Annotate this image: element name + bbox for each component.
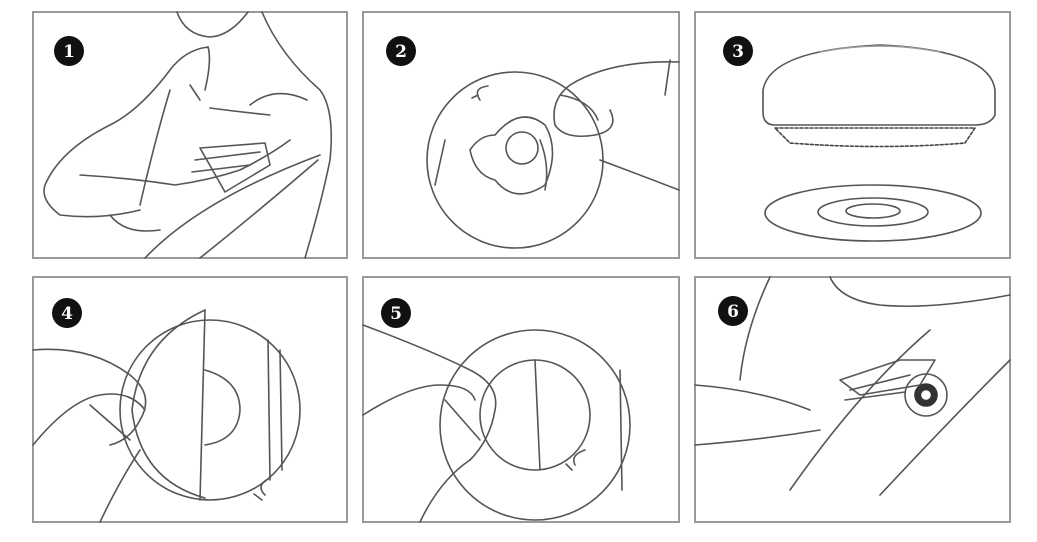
step-number: 6 xyxy=(727,302,739,322)
step-1-panel: 1 xyxy=(32,11,348,259)
arm-with-sensor-illustration xyxy=(43,11,333,259)
step-number: 5 xyxy=(390,304,402,324)
prepare-applicator-illustration xyxy=(32,309,301,523)
step-number: 3 xyxy=(732,42,744,62)
step-2-panel: 2 xyxy=(362,11,680,259)
step-4-panel: 4 xyxy=(32,276,348,523)
step-number: 4 xyxy=(61,304,73,324)
applicator-and-sensor-illustration xyxy=(762,44,996,242)
step-number-badge xyxy=(718,296,748,326)
step-number: 1 xyxy=(63,42,75,62)
step-6-panel: 6 xyxy=(694,276,1011,523)
apply-sensor-illustration xyxy=(694,276,1011,496)
step-5-panel: 5 xyxy=(362,276,680,523)
step-number-badge xyxy=(54,36,84,66)
step-number: 2 xyxy=(395,42,407,62)
step-number-badge xyxy=(386,36,416,66)
step-3-panel: 3 xyxy=(694,11,1011,259)
step-number-badge xyxy=(52,298,82,328)
step-number-badge xyxy=(381,298,411,328)
twist-cap-illustration xyxy=(362,324,631,523)
peel-backing-illustration xyxy=(426,59,680,249)
step-number-badge xyxy=(723,36,753,66)
